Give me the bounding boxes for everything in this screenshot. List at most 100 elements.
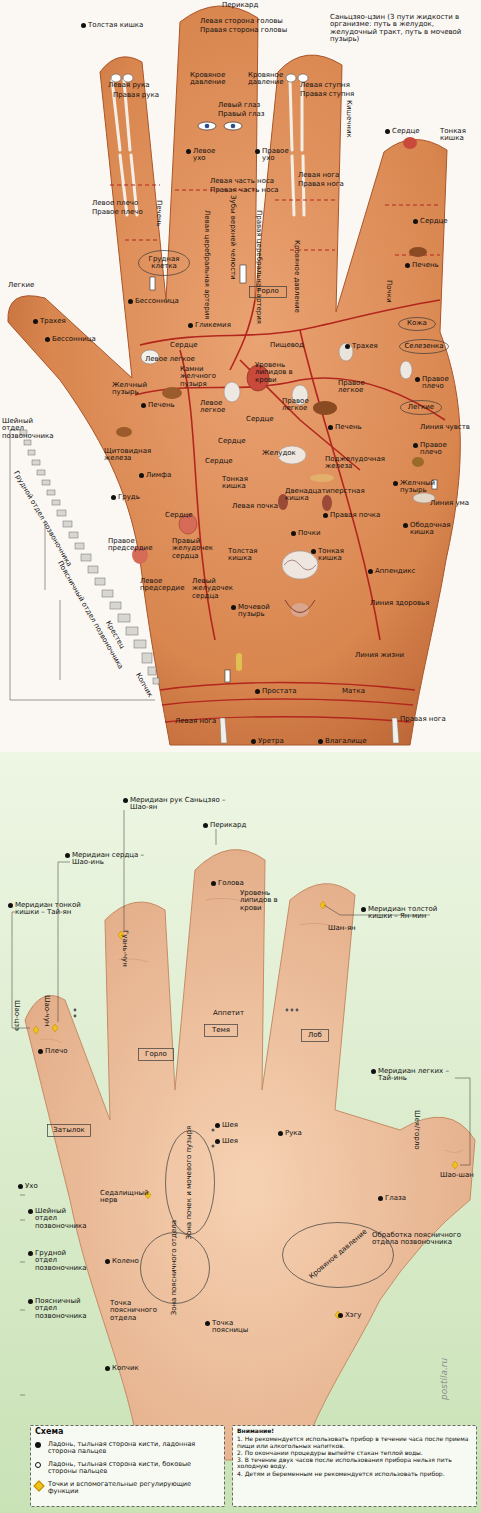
point-label: Линия здоровья [370, 600, 429, 607]
point-label: Лимфа [146, 472, 171, 479]
point-dot [318, 739, 323, 744]
point-label: Шея [222, 1122, 238, 1129]
point-label: Толстая кишка [228, 548, 263, 563]
point-dot [231, 605, 236, 610]
point-label: Сердце [246, 416, 274, 423]
point-label: Шао-цзэ [13, 1000, 20, 1031]
zone-text: 3. В течение двух часов после использова… [237, 1457, 472, 1470]
zone-shape [401, 401, 442, 415]
zone-text: Горло [257, 288, 279, 295]
point-label: Тонкая кишка [318, 548, 353, 563]
point-label: Левое предсердие [140, 578, 185, 593]
point-label: Правое плечо [420, 442, 460, 457]
zone-oval: Зона почек и мочевого пузыря [165, 1130, 215, 1235]
point-label: Шейный отдел позвоночника [2, 418, 44, 440]
point-label: Сердце [205, 458, 233, 465]
point-dot [215, 1123, 220, 1128]
point-label: Точка поясницы [212, 1320, 267, 1335]
point-label: Левая церебральная артерия [203, 210, 210, 320]
zone-shape [31, 1426, 225, 1507]
point-label: Аппетит [213, 1010, 244, 1017]
point-label: Печень [155, 200, 162, 227]
point-label: Хэгу [345, 1312, 361, 1319]
zone-text: 4. Детям и беременным не рекомендуется и… [237, 1471, 445, 1477]
legend-swatch [35, 1442, 41, 1448]
zone-text: Зона поясничного отдела [171, 1220, 178, 1315]
point-dot [255, 149, 260, 154]
point-label: Кровяное давление [190, 72, 230, 87]
box-heading: Внимание! [237, 1428, 274, 1434]
zone-shape [399, 318, 436, 331]
point-dot [311, 549, 316, 554]
zone-box: Затылок [47, 1124, 91, 1137]
point-label: Правая ступня [300, 91, 354, 98]
point-label: Шея [222, 1138, 238, 1145]
point-label: Глаза [385, 1195, 406, 1202]
box-heading: Схема [35, 1428, 63, 1436]
point-label: Правое легкое [282, 398, 318, 413]
point-label: Влагалище [325, 738, 366, 745]
point-label: Шао-шан [440, 1172, 474, 1179]
point-dot [415, 377, 420, 382]
point-label: Копчик [112, 1365, 139, 1372]
zone-box: Горло [138, 1048, 174, 1061]
point-label: Голова [218, 880, 244, 887]
point-label: Сердце [392, 128, 420, 135]
point-label: Левая почка [232, 503, 278, 510]
point-label: Пищевод [270, 342, 304, 349]
point-label: Плечо [45, 1048, 67, 1055]
point-dot [105, 1259, 110, 1264]
zone-box: Темя [204, 1024, 238, 1037]
point-label: Почки [385, 280, 392, 302]
zone-shape [139, 1049, 174, 1061]
point-label: Правая церебральная артерия [255, 210, 262, 324]
point-label: Левая рука [108, 82, 150, 89]
zone-text: Затылок [53, 1127, 84, 1134]
point-label: Левая сторона головы [200, 18, 283, 25]
point-label: Левое легкое [200, 400, 235, 415]
point-label: Левое плечо [92, 200, 138, 207]
point-label: Меридиан сердца – Шао-инь [72, 852, 162, 867]
point-label: Правая нога [400, 716, 446, 723]
legend-text: Ладонь, тыльная сторона кисти, боковые с… [48, 1460, 191, 1475]
zone-oval: Легкие [400, 400, 442, 415]
point-label: Левая часть носа [210, 178, 274, 185]
point-label: Почки [298, 530, 320, 537]
point-label: Левое легкое [145, 356, 195, 363]
point-dot [186, 149, 191, 154]
zone-shape [233, 1426, 477, 1507]
zone-oval: Зона поясничного отдела [140, 1232, 210, 1304]
point-dot [413, 219, 418, 224]
point-dot [65, 853, 70, 858]
point-label: Тонкая кишка [222, 476, 257, 491]
point-label: Уровень липидов в крови [255, 362, 313, 384]
point-dot [403, 523, 408, 528]
zone-text: 2. По окончании процедуры выпейте стакан… [237, 1450, 423, 1456]
point-dot [123, 798, 128, 803]
point-label: Правое легкое [338, 380, 373, 395]
legend-swatch [35, 1462, 41, 1468]
point-label: Сердце [165, 512, 193, 519]
point-label: Желчный пузырь [112, 382, 152, 397]
legend-row: Ладонь, тыльная сторона кисти, боковые с… [48, 1461, 218, 1475]
point-dot [338, 1313, 343, 1318]
point-dot [378, 1196, 383, 1201]
point-label: Печень [148, 402, 175, 409]
point-label: Гликемия [195, 322, 231, 329]
point-dot [251, 739, 256, 744]
zone-oval: Кровяное давление [282, 1222, 394, 1288]
zone-text: 1. Не рекомендуется использовать прибор … [237, 1436, 472, 1449]
point-dot [393, 481, 398, 486]
point-label: Камни желчного пузыря [180, 366, 235, 388]
point-dot [105, 1366, 110, 1371]
zone-text: Кровяное давление [308, 1229, 369, 1281]
point-label: Левая нога [298, 172, 339, 179]
zone-oval: Селезенка [399, 339, 449, 354]
point-label: Грудной отдел позвоночника [35, 1250, 83, 1272]
zone-text: Горло [145, 1051, 167, 1058]
point-label: Кровяное давление [293, 240, 300, 313]
point-label: Уровень липидов в крови [240, 890, 290, 912]
point-label: Левая ступня [300, 82, 350, 89]
